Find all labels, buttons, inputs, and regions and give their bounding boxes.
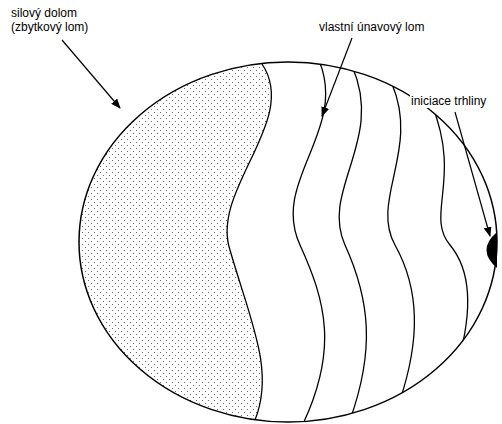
shaft-outline [79,62,497,422]
beach-mark [227,64,271,420]
callout-label: silový dolom (zbytkový lom) [10,6,112,34]
leader-arrow [62,40,120,108]
callout-label: iniciace trhliny [410,94,487,108]
callout-label: vlastní únavový lom [318,20,425,34]
beach-mark [339,66,366,420]
beach-mark [388,84,415,400]
crack-initiation [487,232,498,268]
beach-mark [293,58,326,424]
fracture-zones [60,58,468,424]
residual-fracture-area [60,60,271,424]
leader-arrow [322,38,352,116]
leader-arrow [455,112,490,236]
